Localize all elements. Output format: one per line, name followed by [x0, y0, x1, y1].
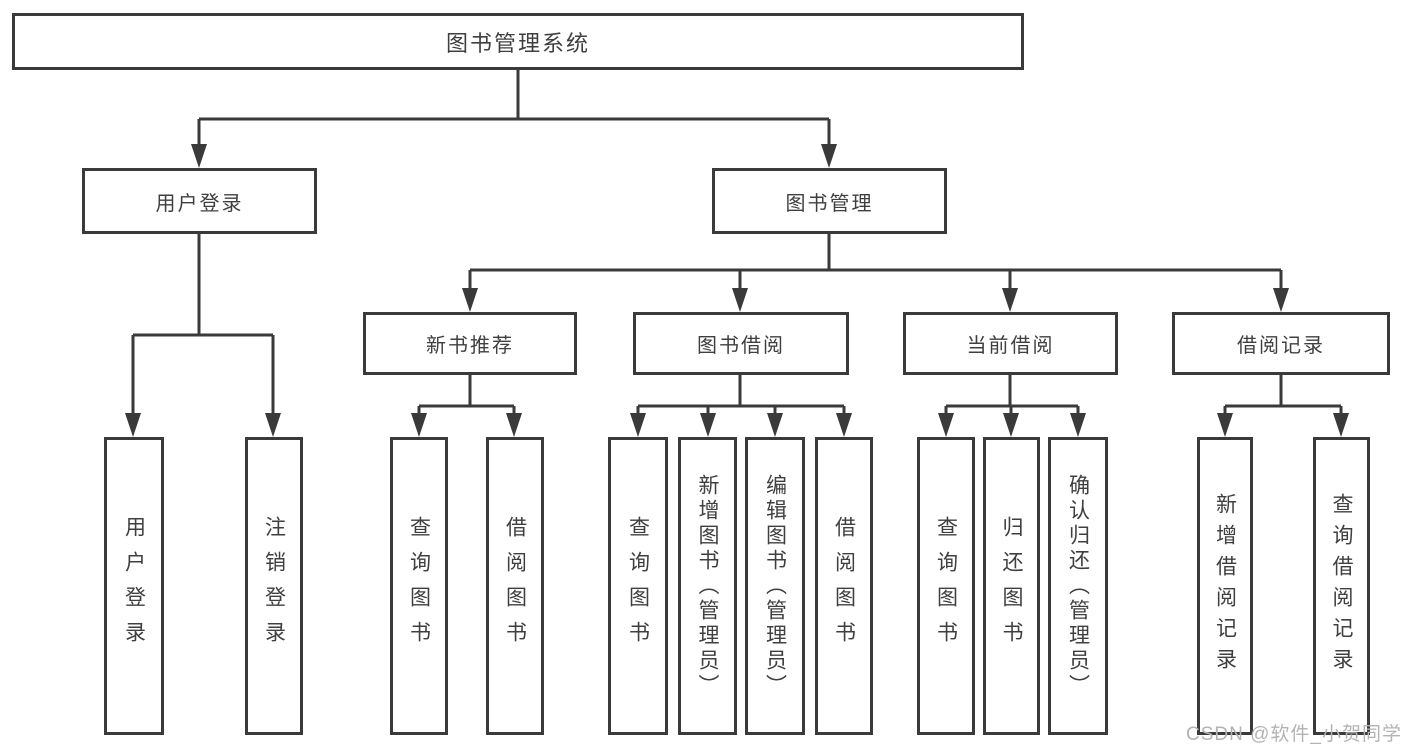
leaf-label: 用户登录: [122, 516, 146, 656]
leaf-borrow-books-borrowing: 借阅图书: [815, 437, 873, 735]
leaf-label: 借阅图书: [503, 516, 527, 656]
leaf-label: 新增图书（管理员）: [696, 473, 719, 699]
leaf-logout: 注销登录: [245, 437, 303, 735]
leaf-label: 注销登录: [262, 516, 286, 656]
leaf-confirm-return-admin: 确认归还（管理员）: [1048, 437, 1108, 735]
leaf-edit-books-admin: 编辑图书（管理员）: [745, 437, 805, 735]
leaf-label: 查询图书: [407, 516, 431, 656]
node-borrowing-records: 借阅记录: [1172, 312, 1390, 375]
leaf-add-books-admin: 新增图书（管理员）: [678, 437, 737, 735]
leaf-label: 查询图书: [626, 516, 650, 656]
leaf-label: 归还图书: [1000, 516, 1023, 656]
node-user-login: 用户登录: [82, 168, 317, 234]
leaf-borrow-books-recommend: 借阅图书: [486, 437, 544, 735]
leaf-return-books: 归还图书: [983, 437, 1040, 735]
node-library-management-system: 图书管理系统: [12, 13, 1024, 70]
csdn-watermark: CSDN @软件_小贺同学: [1186, 724, 1402, 745]
leaf-query-books-current: 查询图书: [917, 437, 975, 735]
node-book-borrowing: 图书借阅: [633, 312, 849, 375]
node-book-management: 图书管理: [712, 168, 947, 234]
leaf-label: 确认归还（管理员）: [1066, 473, 1090, 699]
leaf-label: 新增借阅记录: [1213, 493, 1237, 679]
leaf-query-books-recommend: 查询图书: [390, 437, 448, 735]
leaf-query-books-borrowing: 查询图书: [608, 437, 668, 735]
node-current-borrowing: 当前借阅: [903, 312, 1118, 375]
leaf-label: 编辑图书（管理员）: [763, 473, 787, 699]
leaf-label: 借阅图书: [832, 516, 856, 656]
leaf-label: 查询借阅记录: [1330, 493, 1353, 679]
leaf-user-login: 用户登录: [104, 437, 164, 735]
leaf-label: 查询图书: [934, 516, 958, 656]
leaf-add-borrow-record: 新增借阅记录: [1197, 437, 1253, 735]
node-new-book-recommendation: 新书推荐: [363, 312, 577, 375]
leaf-query-borrow-record: 查询借阅记录: [1313, 437, 1370, 735]
